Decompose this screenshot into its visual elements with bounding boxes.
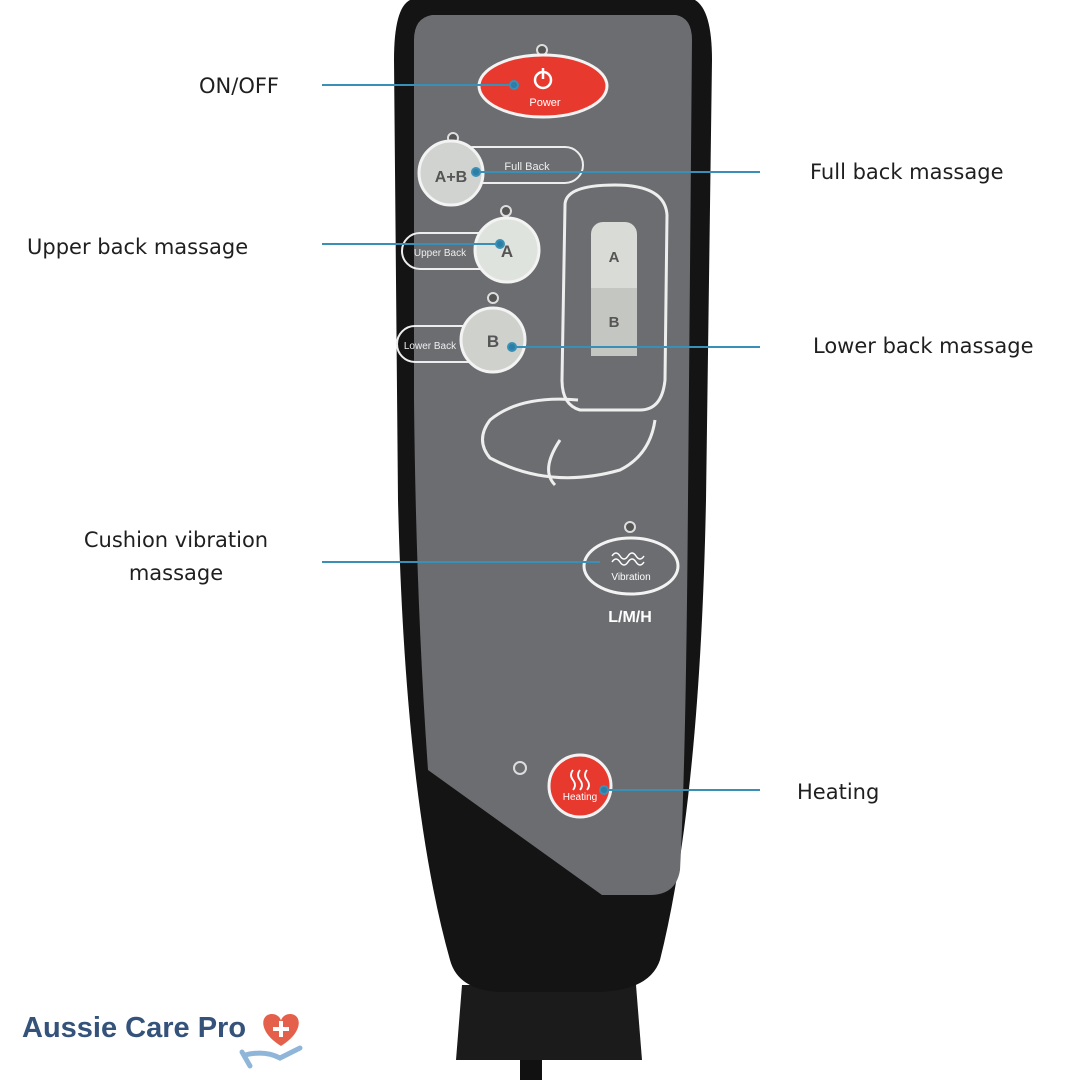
upper-back-button[interactable] (473, 216, 541, 284)
heating-led (513, 761, 527, 775)
vibration-icon (611, 552, 645, 566)
seat-zone-a: A (609, 249, 620, 266)
vibration-levels-label: L/M/H (608, 609, 652, 626)
cable-plug (456, 985, 642, 1060)
label-heating: Heating (797, 780, 880, 804)
heat-icon (570, 769, 590, 791)
lower-back-tag-label: Lower Back (404, 341, 457, 352)
lower-back-button[interactable] (459, 306, 527, 374)
power-button-label: Power (529, 97, 561, 109)
vibration-button-label: Vibration (611, 572, 650, 583)
label-full-back: Full back massage (810, 160, 1004, 184)
leader-lines (322, 80, 760, 795)
label-on-off: ON/OFF (199, 74, 280, 98)
vibration-button[interactable] (582, 536, 680, 596)
heating-button-label: Heating (563, 792, 597, 803)
brand-name: Aussie Care Pro (22, 1012, 247, 1044)
full-back-tag-label: Full Back (504, 161, 550, 173)
lower-back-button-label: B (487, 332, 499, 351)
brand-logo-icon (239, 1014, 303, 1069)
upper-back-tag-label: Upper Back (414, 248, 467, 259)
label-lower-back: Lower back massage (813, 334, 1034, 358)
power-led (536, 44, 548, 56)
full-back-button-label: A+B (435, 169, 467, 186)
massage-chair-icon: A B (481, 183, 669, 487)
label-upper-back: Upper back massage (27, 235, 249, 259)
label-cushion-vibration: Cushion vibration massage (83, 528, 269, 585)
heating-button[interactable] (547, 753, 613, 819)
seat-zone-b: B (609, 314, 620, 331)
